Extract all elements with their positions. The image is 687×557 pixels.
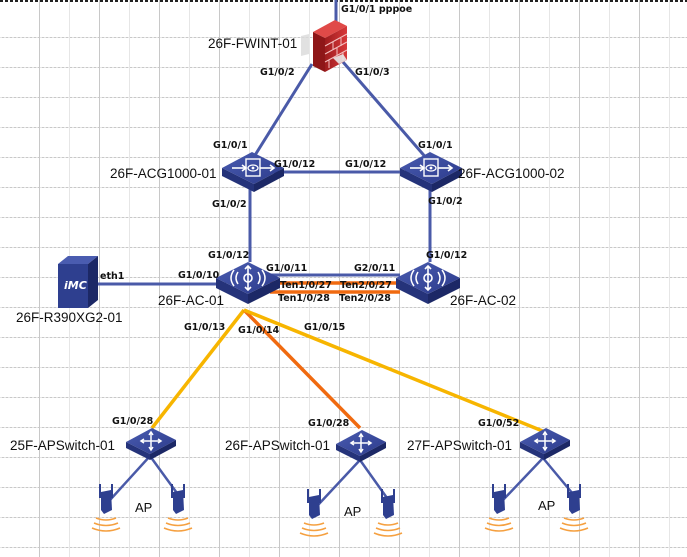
ac1-name: 26F-AC-01 [158, 293, 224, 308]
port-ac1-up: G1/0/12 [208, 250, 249, 261]
sw25-icon[interactable] [126, 428, 176, 460]
link-ac1-sw25 [150, 308, 246, 430]
port-fw-g103: G1/0/3 [355, 67, 390, 78]
port-acg1-up: G1/0/1 [213, 140, 248, 151]
port-ac1-left: G1/0/10 [178, 270, 220, 281]
port-ac2-up: G1/0/12 [426, 250, 467, 261]
port-ac1-g1013: G1/0/13 [184, 322, 225, 333]
link-fw-acg1 [250, 63, 314, 161]
access-points [91, 484, 589, 537]
server-name: 26F-R390XG2-01 [16, 310, 123, 325]
port-ac2-ten28: Ten2/0/28 [339, 293, 391, 304]
port-acg2-left: G1/0/12 [345, 159, 386, 170]
acg1-name: 26F-ACG1000-01 [110, 166, 217, 181]
acg2-icon[interactable] [400, 152, 462, 192]
access-point-icon[interactable] [484, 484, 514, 532]
port-sw26: G1/0/28 [308, 418, 350, 429]
sw26-name: 26F-APSwitch-01 [225, 438, 330, 453]
port-acg1-right: G1/0/12 [274, 159, 315, 170]
acg2-name: 26F-ACG1000-02 [458, 166, 565, 181]
acg1-icon[interactable] [222, 152, 284, 192]
sw27-name: 27F-APSwitch-01 [407, 438, 512, 453]
port-ac1-g1014: G1/0/14 [238, 325, 280, 336]
port-ac1-ten28: Ten1/0/28 [278, 293, 330, 304]
port-acg2-up: G1/0/1 [418, 140, 453, 151]
links [98, 0, 579, 506]
access-point-icon[interactable] [299, 489, 329, 537]
port-ac1-ten27: Ten1/0/27 [280, 280, 332, 291]
sw26-icon[interactable] [336, 430, 386, 462]
imc-badge: iMC [64, 279, 87, 292]
ac2-icon[interactable] [396, 262, 460, 304]
ap-label-27f: AP [538, 498, 555, 513]
port-fw-g102: G1/0/2 [260, 67, 295, 78]
ap-label-25f: AP [135, 500, 152, 515]
port-ac2-left: G2/0/11 [354, 263, 395, 274]
top-border [0, 0, 687, 2]
link-sw25-ap1 [109, 455, 151, 501]
ac1-icon[interactable] [216, 262, 280, 304]
port-acg2-down: G1/0/2 [428, 196, 463, 207]
ac2-name: 26F-AC-02 [450, 293, 516, 308]
link-fw-acg2 [341, 61, 430, 161]
link-sw27-ap1 [502, 457, 544, 501]
port-ac1-right: G1/0/11 [266, 263, 307, 274]
port-server-eth1: eth1 [100, 271, 124, 282]
port-ac2-ten27: Ten2/0/27 [340, 280, 392, 291]
port-acg1-down: G1/0/2 [212, 199, 247, 210]
link-ac1-sw27 [243, 308, 546, 434]
imc-server-icon[interactable]: iMC [58, 256, 98, 308]
port-fw-uplink: G1/0/1 pppoe [341, 4, 412, 15]
port-ac1-g1015: G1/0/15 [304, 322, 345, 333]
firewall-name: 26F-FWINT-01 [208, 36, 297, 51]
firewall-icon[interactable] [301, 20, 348, 72]
ap-label-26f: AP [344, 504, 361, 519]
access-point-icon[interactable] [163, 484, 193, 532]
sw25-name: 25F-APSwitch-01 [10, 438, 115, 453]
access-point-icon[interactable] [91, 484, 121, 532]
port-sw25: G1/0/28 [112, 416, 154, 427]
port-sw27: G1/0/52 [478, 418, 519, 429]
link-ac1-sw26 [242, 308, 362, 430]
sw27-icon[interactable] [520, 428, 570, 460]
link-sw26-ap1 [317, 459, 361, 506]
access-point-icon[interactable] [559, 484, 589, 532]
access-point-icon[interactable] [373, 489, 403, 537]
